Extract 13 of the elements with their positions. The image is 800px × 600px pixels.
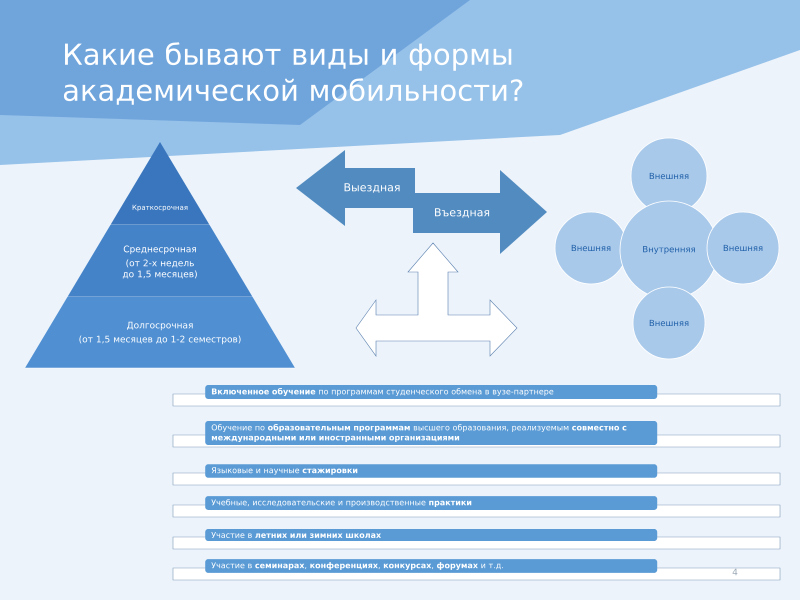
pyramid-level: Среднесрочная (от 2-х недель до 1,5 месяцев) xyxy=(67,225,253,298)
left-pointing-box: Выездная xyxy=(296,150,415,226)
list-bar: Участие в семинарах, конференциях, конкурсах, форумах и т.д. xyxy=(205,559,658,573)
pyramid-level: Долгосрочная (от 1,5 месяцев до 1-2 семестров) xyxy=(24,297,296,368)
list-bar: Языковые и научные стажировки xyxy=(205,464,658,478)
title: Какие бывают виды и формы академической мобильности? xyxy=(64,42,522,105)
three-way-pointer-shape xyxy=(356,242,518,357)
list-bar: Участие в летних или зимних школах xyxy=(205,529,658,541)
list-bar: Обучение по образовательным программам высшего образования, реализуемым совместно с международными или иностранными организациями xyxy=(205,420,658,446)
list-bar: Учебные, исследовательские и производственные практики xyxy=(205,496,658,510)
page-number: 4 xyxy=(732,568,738,576)
right-pointing-box: Въездная xyxy=(413,170,547,254)
list-bar: Включенное обучение по программам студенческого обмена в вузе-партнере xyxy=(205,384,658,400)
